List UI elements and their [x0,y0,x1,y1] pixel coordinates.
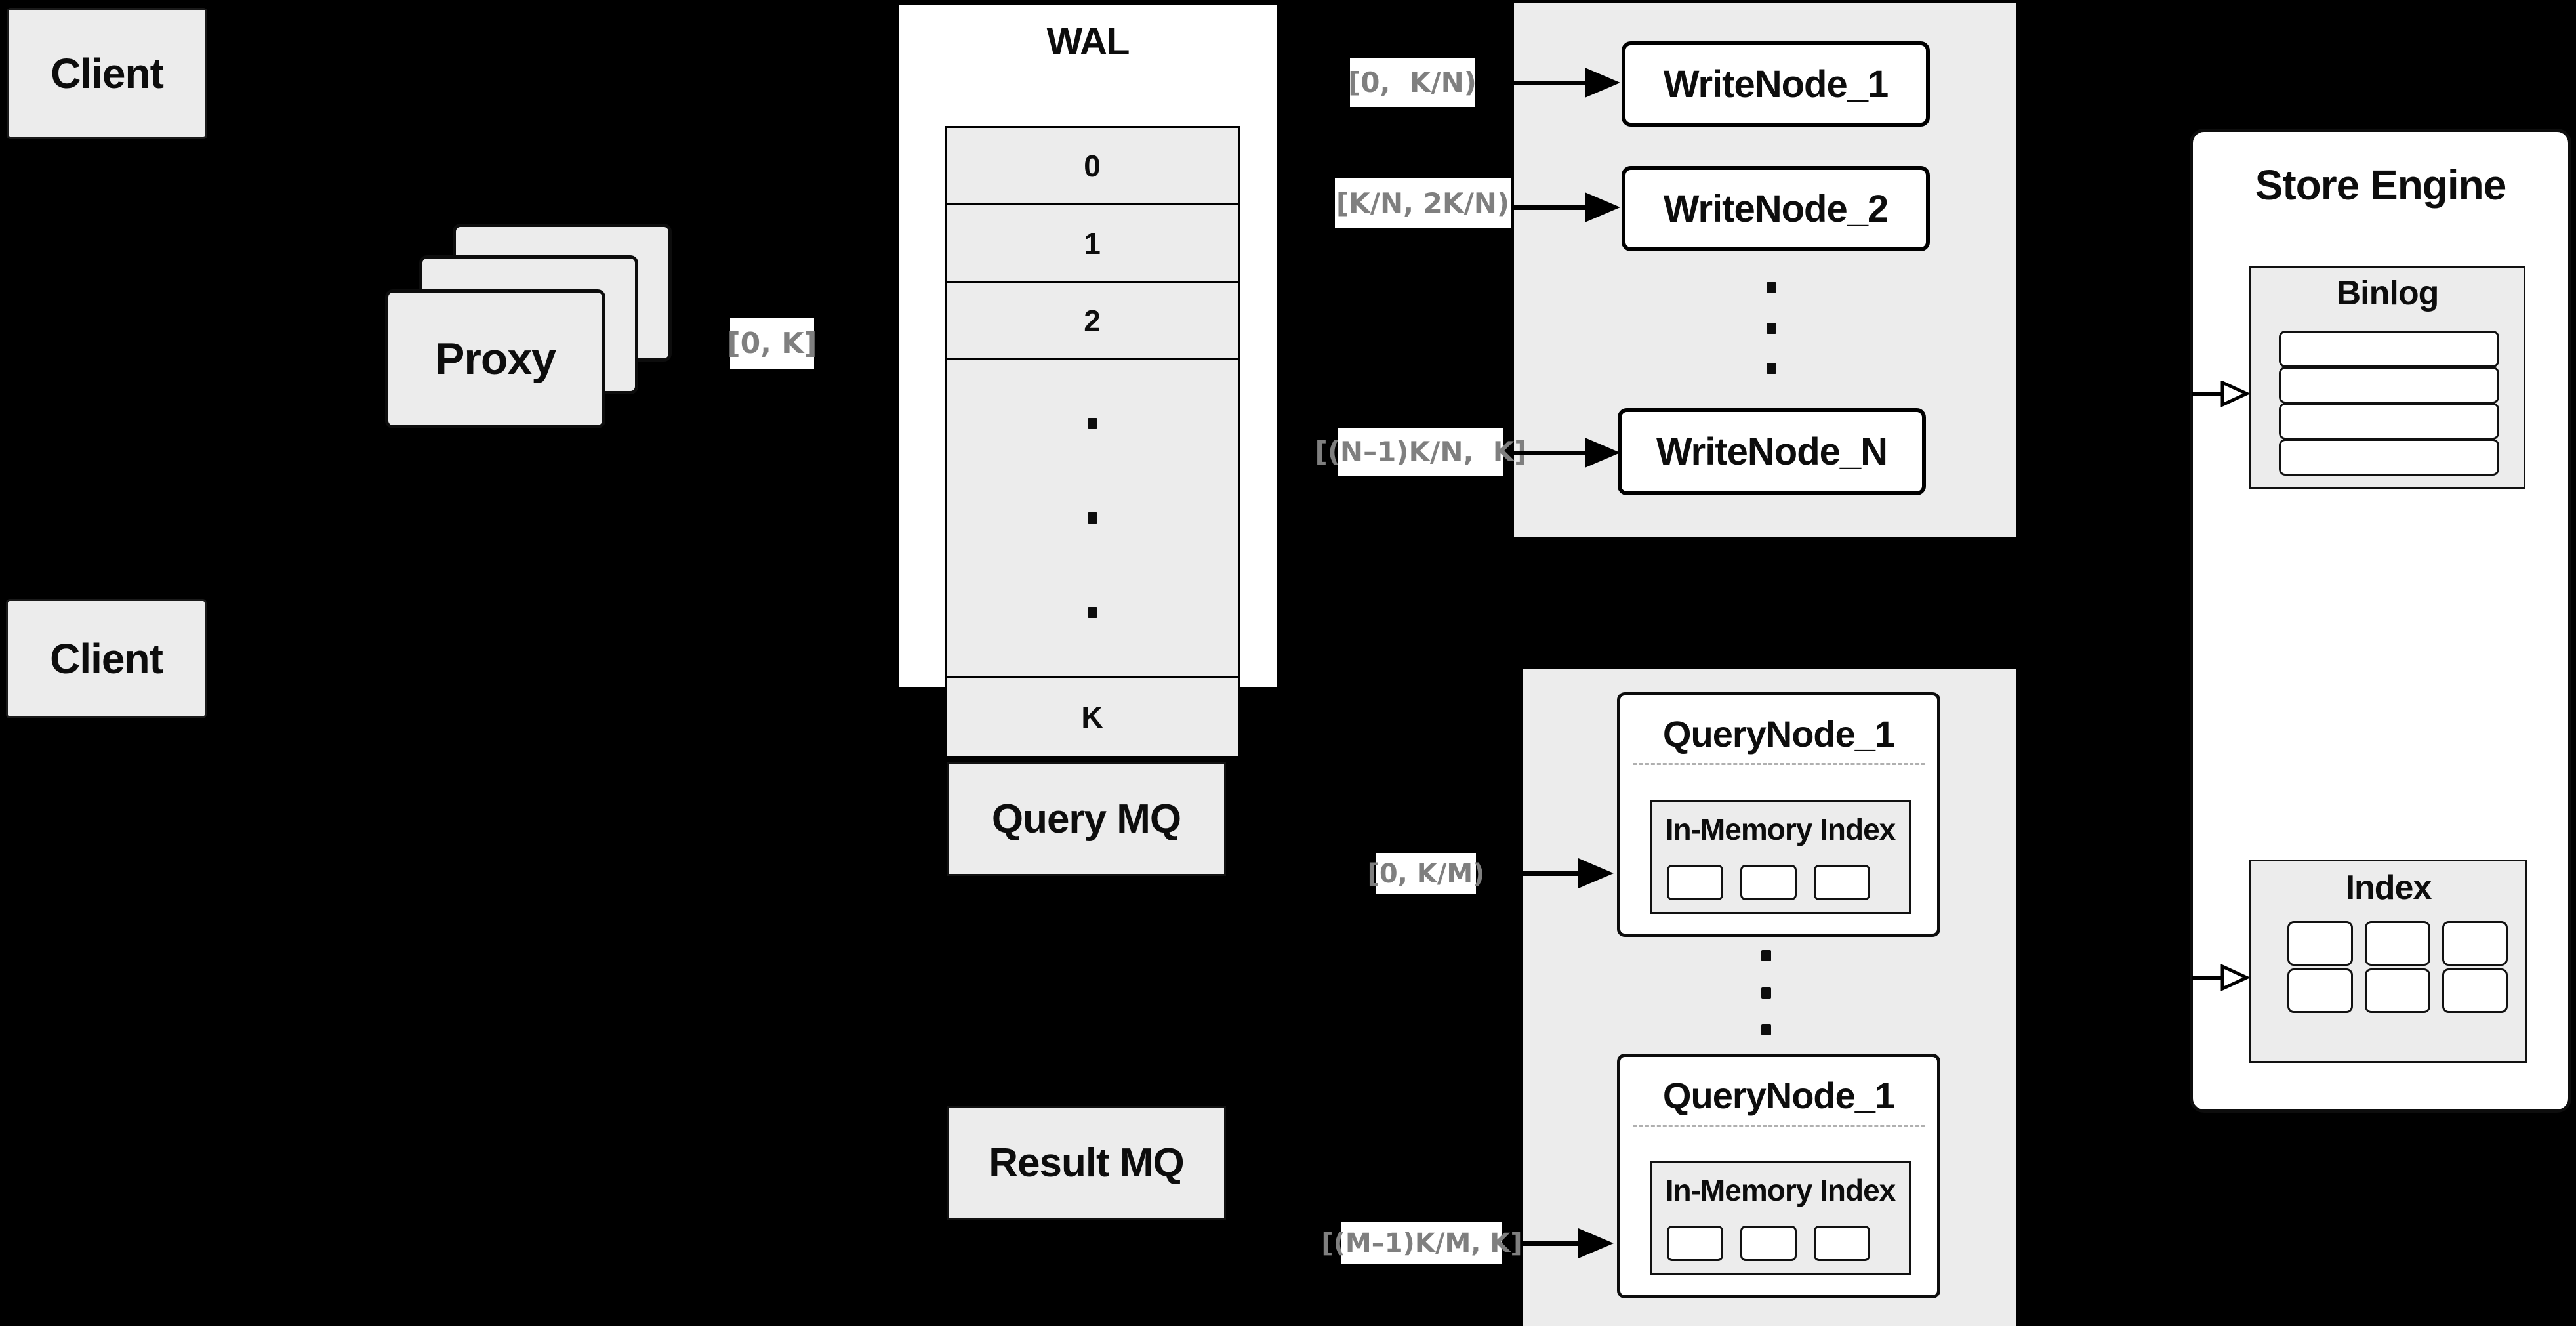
client-top-label: Client [51,50,164,97]
open-arrowhead-icon [2220,381,2249,407]
wal-box: WAL 0 1 2 K [895,2,1280,758]
write-range-label-1: [0, K/N) [1348,58,1477,107]
writenode-1-label: WriteNode_1 [1663,62,1889,106]
query-mq-box: Query MQ [947,762,1226,876]
ellipsis-dot [1761,987,1771,999]
arrow-shaft [1514,205,1587,210]
dashed-divider [1633,1125,1925,1127]
arrow-shaft [1523,871,1580,876]
memory-segment [1740,1226,1797,1261]
solid-arrowhead-icon [1578,1228,1614,1258]
wal-table: 0 1 2 K [945,126,1240,758]
memory-segment [1814,865,1870,900]
memory-segment [1740,865,1797,900]
index-cell [2287,968,2353,1013]
ellipsis-dot [1767,282,1776,293]
solid-arrowhead-icon [1585,192,1620,222]
dashed-divider [1633,763,1925,765]
writenode-2-label: WriteNode_2 [1663,187,1889,230]
binlog-row [2279,367,2499,404]
wal-title: WAL [1046,20,1130,63]
wal-row-1: 1 [945,203,1240,283]
result-mq-label: Result MQ [989,1140,1185,1186]
index-cell [2287,921,2353,966]
in-memory-index-title: In-Memory Index [1665,1173,1896,1207]
proxy-card-front: Proxy [385,289,605,428]
arrow-shaft [1514,81,1587,85]
open-arrowhead-icon [2220,964,2249,991]
ellipsis-dot [1767,322,1776,334]
index-cell [2442,968,2508,1013]
querynode-ellipsis [1761,950,1771,1035]
client-box-bottom: Client [6,599,207,718]
writenode-ellipsis [1767,282,1776,374]
ellipsis-dot [1087,607,1097,618]
write-range-label-n: [(N–1)K/N, K] [1315,428,1526,476]
ellipsis-dot [1761,950,1771,961]
binlog-row [2279,331,2499,367]
arrow-shaft [2192,392,2223,396]
wal-row-0: 0 [945,126,1240,205]
solid-arrowhead-icon [1585,438,1620,468]
query-range-label-top: [0, K/M) [1368,853,1484,894]
result-mq-box: Result MQ [947,1106,1226,1220]
memory-segment [1814,1226,1870,1261]
index-title: Index [2345,869,2432,907]
solid-arrowhead-icon [1578,858,1614,888]
querynode-top-title: QueryNode_1 [1662,713,1895,755]
store-engine-title: Store Engine [2255,161,2507,209]
arrow-shaft [1514,451,1587,455]
arrow-shaft [2192,976,2223,980]
wal-ellipsis-row [945,358,1240,678]
binlog-title: Binlog [2336,274,2440,312]
ellipsis-dot [1087,512,1097,524]
query-mq-label: Query MQ [991,797,1181,842]
wal-row-k: K [945,676,1240,758]
client-bottom-label: Client [50,635,163,682]
write-range-label-2: [K/N, 2K/N) [1335,178,1511,228]
query-range-label-bottom: [(M–1)K/M, K] [1321,1222,1523,1264]
querynode-bottom-title: QueryNode_1 [1662,1075,1895,1116]
client-box-top: Client [7,8,207,139]
memory-segment [1667,1226,1723,1261]
index-cell [2365,921,2430,966]
memory-segment [1667,865,1723,900]
writenode-2-box: WriteNode_2 [1622,166,1930,251]
index-cell [2442,921,2508,966]
writenode-n-label: WriteNode_N [1656,430,1888,473]
index-cell [2365,968,2430,1013]
arrow-shaft [1523,1241,1580,1246]
writenode-n-box: WriteNode_N [1618,408,1926,495]
wal-row-2: 2 [945,281,1240,360]
writenode-1-box: WriteNode_1 [1622,41,1930,127]
in-memory-index-title: In-Memory Index [1665,812,1896,846]
binlog-row [2279,403,2499,440]
ellipsis-dot [1767,363,1776,374]
proxy-range-label: [0, K] [727,318,817,369]
ellipsis-dot [1087,418,1097,429]
proxy-label: Proxy [435,334,556,384]
ellipsis-dot [1761,1024,1771,1035]
binlog-row [2279,439,2499,476]
solid-arrowhead-icon [1585,68,1620,98]
